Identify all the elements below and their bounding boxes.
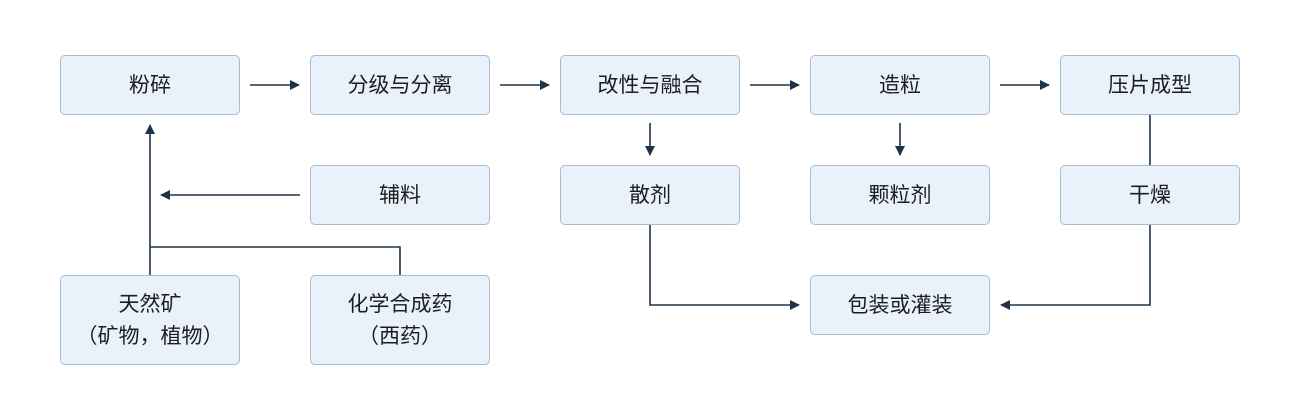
node-dry: 干燥 [1060,165,1240,225]
node-package-label: 包装或灌装 [847,293,953,317]
node-modify-label: 改性与融合 [597,73,703,97]
node-granulate: 造粒 [810,55,990,115]
node-tablet: 压片成型 [1060,55,1240,115]
node-natural: 天然矿 （矿物，植物） [60,275,240,365]
arrow-powder-to-package [649,225,800,310]
line-chemical-to-trunk [150,246,401,275]
node-powder-label: 散剂 [629,183,671,207]
node-granule: 颗粒剂 [810,165,990,225]
node-crush-label: 粉碎 [129,73,171,97]
node-tablet-label: 压片成型 [1108,73,1192,97]
node-excipient-label: 辅料 [379,183,421,207]
node-chemical-line-1: 化学合成药 [347,292,453,316]
node-classify-label: 分级与分离 [347,73,453,97]
node-natural-line-2: （矿物，植物） [76,324,224,348]
node-package: 包装或灌装 [810,275,990,335]
node-classify: 分级与分离 [310,55,490,115]
node-chemical: 化学合成药 （西药） [310,275,490,365]
node-modify: 改性与融合 [560,55,740,115]
node-natural-line-1: 天然矿 [118,292,182,316]
arrow-dry-to-package [1000,225,1151,310]
node-granule-label: 颗粒剂 [868,183,932,207]
node-chemical-line-2: （西药） [358,324,442,348]
node-powder: 散剂 [560,165,740,225]
node-dry-label: 干燥 [1129,183,1171,207]
node-granulate-label: 造粒 [879,73,921,97]
node-excipient: 辅料 [310,165,490,225]
node-crush: 粉碎 [60,55,240,115]
